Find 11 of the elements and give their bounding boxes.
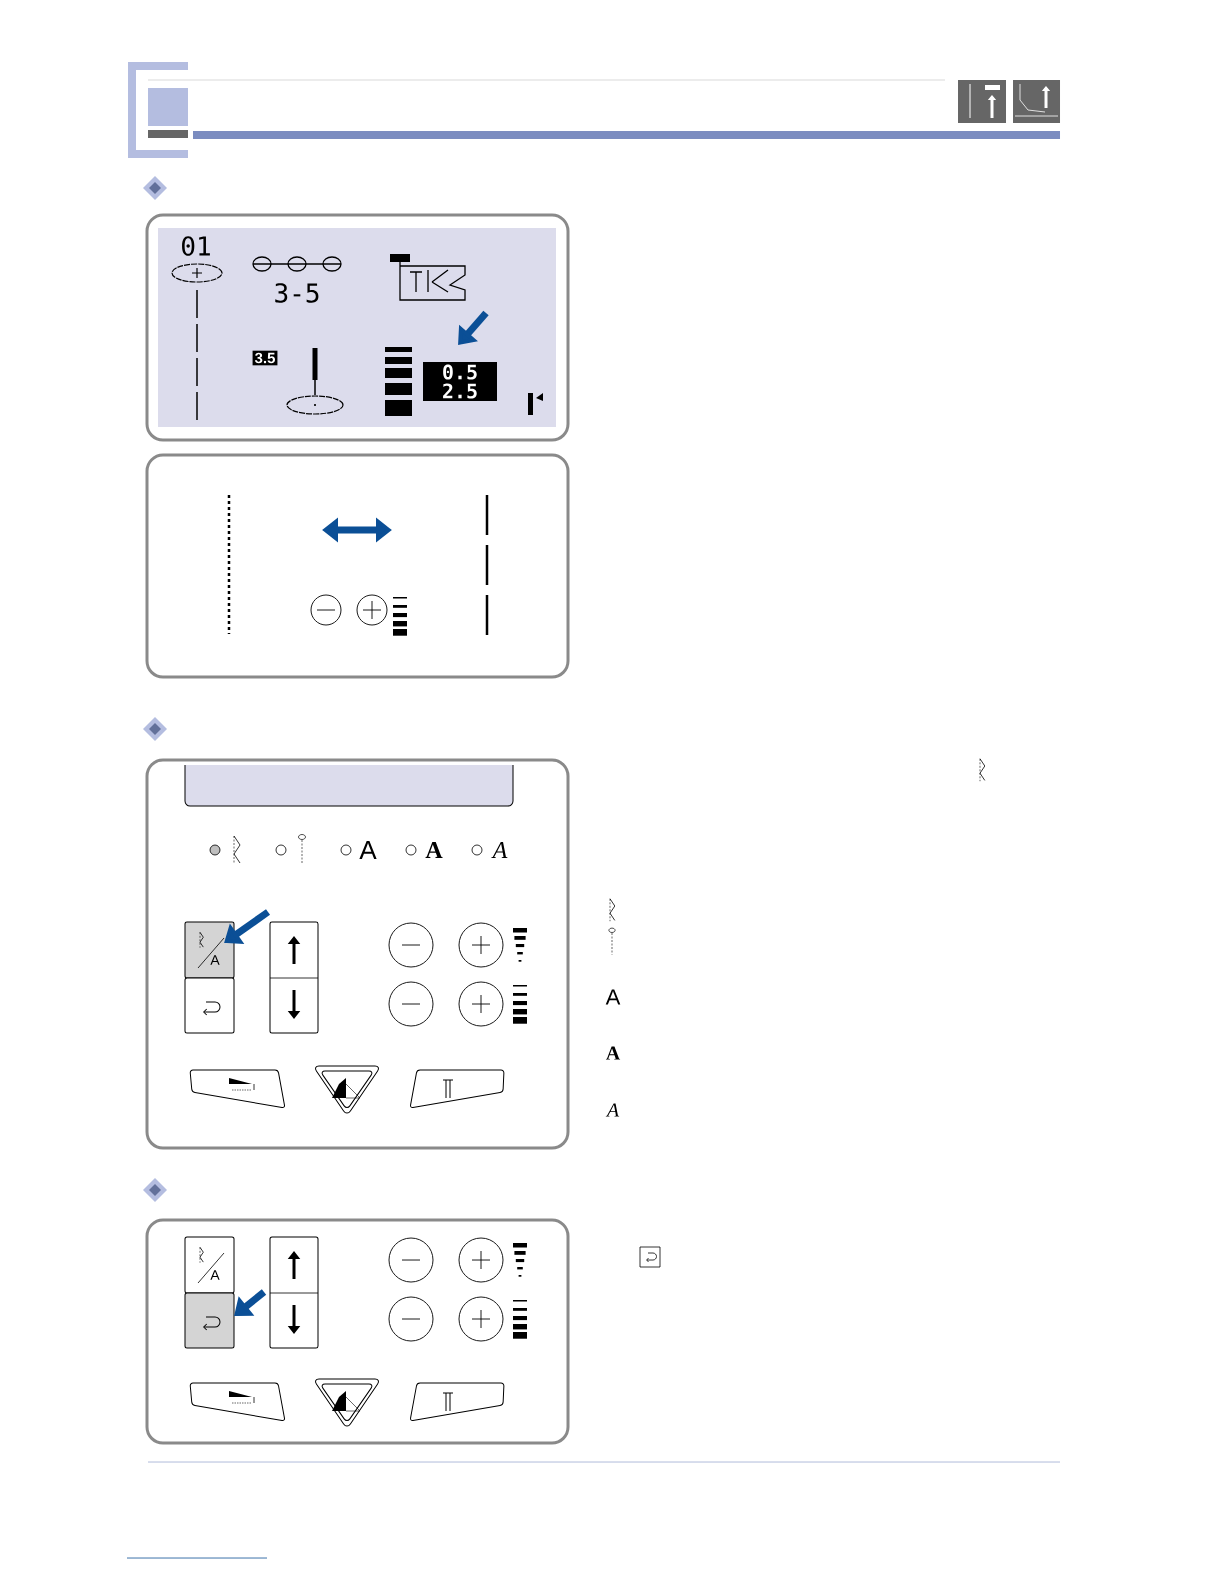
foot-code: 3-5 [275, 283, 319, 303]
length-value-display: 0.5 2.5 [423, 362, 497, 401]
letter-icon: A [425, 842, 443, 858]
letter-icon: A [605, 1103, 620, 1117]
pattern-number: 01 [182, 236, 210, 256]
letter-icon: A [359, 841, 377, 859]
letter-icon: A [491, 842, 508, 858]
letter-icon: A [605, 1046, 621, 1060]
key-letter: A [210, 1270, 220, 1280]
letter-icon: A [605, 989, 621, 1005]
key-letter: A [210, 955, 220, 965]
